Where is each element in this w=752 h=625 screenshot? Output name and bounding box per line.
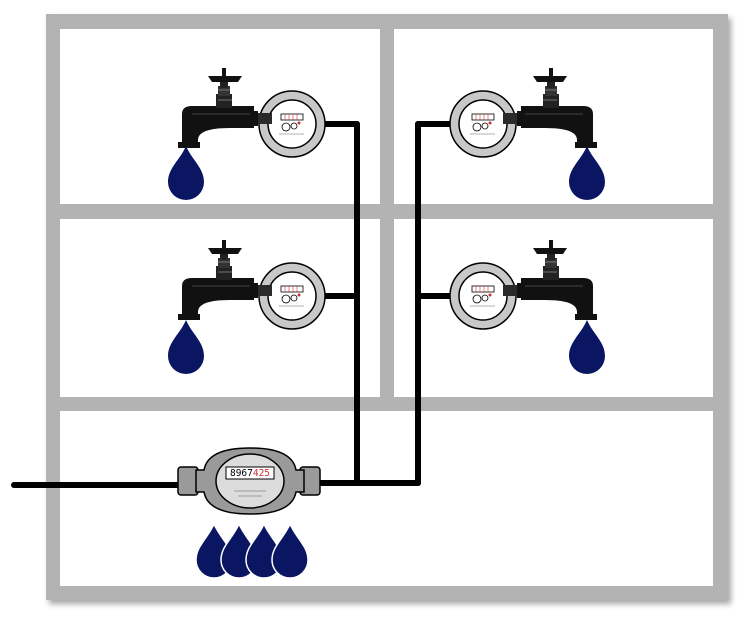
main-meter-reading: 8967425 [230, 468, 270, 479]
main-meter-counter [225, 466, 275, 480]
main-meter-digits-black: 8967 [230, 468, 253, 479]
main-meter-flange-left [177, 466, 199, 496]
main-water-meter-icon: 8967425 [177, 447, 321, 515]
main-meter-digits-red: 425 [253, 468, 270, 479]
main-meter-face [215, 453, 285, 509]
basement-room [60, 411, 713, 586]
apartment-middle-left [60, 219, 380, 397]
apartment-middle-right [394, 219, 713, 397]
pipes [11, 121, 453, 488]
